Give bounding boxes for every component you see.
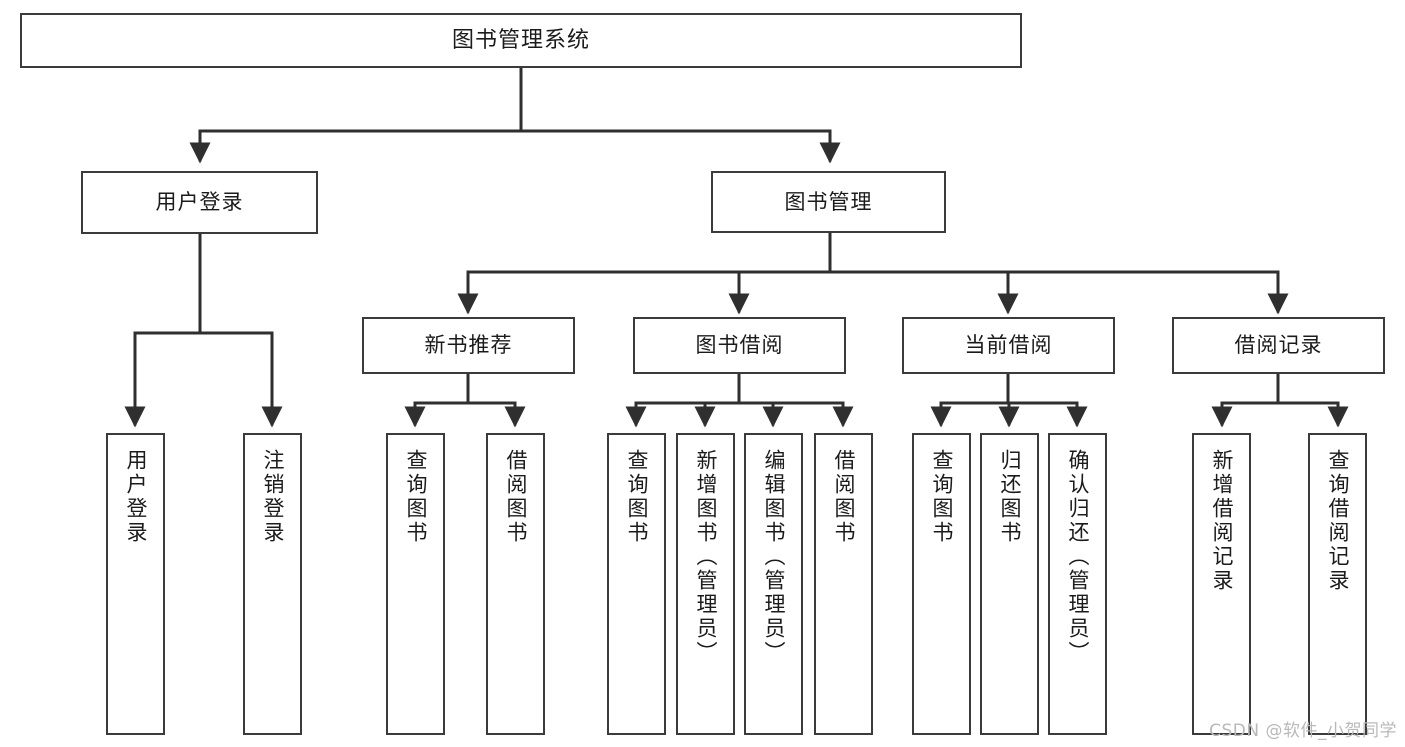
leaf-edit-book[interactable]: 编辑图书（管理员）: [744, 433, 803, 735]
node-current-borrow-label: 当前借阅: [964, 333, 1053, 358]
leaf-return-book-label: 归还图书: [998, 449, 1022, 545]
leaf-query-book-2-label: 查询图书: [625, 449, 649, 545]
leaf-query-record[interactable]: 查询借阅记录: [1308, 433, 1367, 735]
leaf-confirm-return[interactable]: 确认归还（管理员）: [1048, 433, 1107, 735]
leaf-query-record-label: 查询借阅记录: [1326, 449, 1350, 593]
leaf-confirm-return-label: 确认归还（管理员）: [1066, 449, 1090, 665]
leaf-user-logout-label: 注销登录: [261, 449, 285, 545]
leaf-add-book-label: 新增图书（管理员）: [694, 449, 718, 665]
leaf-edit-book-label: 编辑图书（管理员）: [762, 449, 786, 665]
node-new-book-recommend-label: 新书推荐: [424, 333, 513, 358]
node-book-borrow[interactable]: 图书借阅: [633, 317, 846, 374]
node-borrow-record[interactable]: 借阅记录: [1172, 317, 1385, 374]
leaf-return-book[interactable]: 归还图书: [980, 433, 1039, 735]
leaf-add-book[interactable]: 新增图书（管理员）: [676, 433, 735, 735]
leaf-user-login-label: 用户登录: [124, 449, 148, 545]
leaf-user-login[interactable]: 用户登录: [106, 433, 165, 735]
leaf-add-record-label: 新增借阅记录: [1210, 449, 1234, 593]
leaf-query-book-3-label: 查询图书: [930, 449, 954, 545]
leaf-query-book-3[interactable]: 查询图书: [912, 433, 971, 735]
leaf-borrow-book-1-label: 借阅图书: [504, 449, 528, 545]
watermark: CSDN @软件_小贺同学: [1209, 721, 1397, 741]
leaf-add-record[interactable]: 新增借阅记录: [1192, 433, 1251, 735]
leaf-query-book-2[interactable]: 查询图书: [607, 433, 666, 735]
leaf-borrow-book-2[interactable]: 借阅图书: [814, 433, 873, 735]
node-root[interactable]: 图书管理系统: [20, 13, 1022, 68]
node-new-book-recommend[interactable]: 新书推荐: [362, 317, 575, 374]
node-current-borrow[interactable]: 当前借阅: [902, 317, 1115, 374]
node-root-label: 图书管理系统: [451, 27, 590, 53]
leaf-borrow-book-2-label: 借阅图书: [832, 449, 856, 545]
node-user-login[interactable]: 用户登录: [81, 171, 318, 234]
node-user-login-label: 用户登录: [155, 190, 244, 215]
leaf-borrow-book-1[interactable]: 借阅图书: [486, 433, 545, 735]
leaf-query-book-1[interactable]: 查询图书: [386, 433, 445, 735]
leaf-query-book-1-label: 查询图书: [404, 449, 428, 545]
node-borrow-record-label: 借阅记录: [1234, 333, 1323, 358]
node-book-manage[interactable]: 图书管理: [711, 171, 946, 233]
node-book-manage-label: 图书管理: [784, 189, 873, 214]
leaf-user-logout[interactable]: 注销登录: [243, 433, 302, 735]
node-book-borrow-label: 图书借阅: [695, 333, 784, 358]
